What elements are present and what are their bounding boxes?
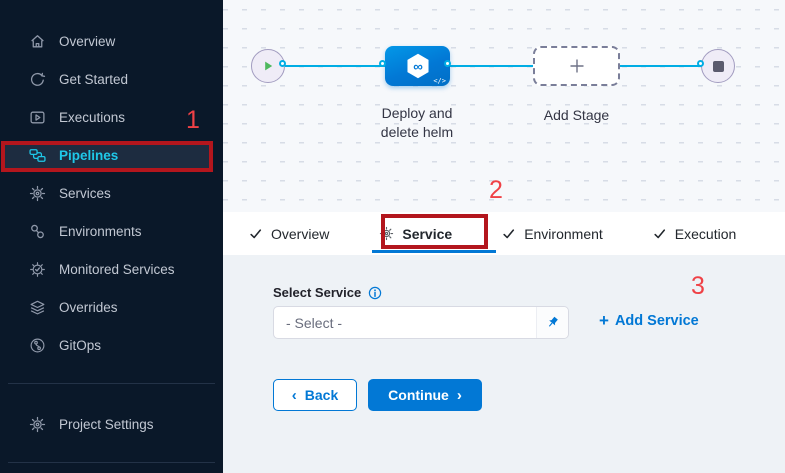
connector-dot <box>279 60 286 67</box>
sidebar-item-monitored-services[interactable]: Monitored Services <box>0 250 223 288</box>
select-service-label: Select Service <box>273 285 362 300</box>
pipeline-end-node[interactable] <box>701 49 735 83</box>
tab-execution[interactable]: Execution <box>653 226 736 242</box>
sidebar-item-pipelines[interactable]: Pipelines <box>0 136 223 174</box>
continue-button-label: Continue <box>388 387 449 403</box>
active-tab-underline <box>372 250 496 253</box>
sidebar-item-services[interactable]: Services <box>0 174 223 212</box>
sidebar-item-label: Services <box>59 185 111 201</box>
pipeline-edge <box>450 65 533 67</box>
sidebar-item-get-started[interactable]: Get Started <box>0 60 223 98</box>
sidebar-divider <box>8 383 215 384</box>
sidebar-item-label: Project Settings <box>59 416 154 432</box>
pipelines-icon <box>29 147 46 164</box>
check-icon <box>502 227 516 241</box>
gear-icon <box>29 185 46 202</box>
sidebar-item-label: Executions <box>59 109 126 125</box>
sidebar-item-project-settings[interactable]: Project Settings <box>0 405 223 443</box>
add-service-label: Add Service <box>614 313 699 329</box>
pipeline-canvas: ∞ </> Deploy and delete helm Add Stage <box>223 0 785 212</box>
connector-dot <box>697 60 704 67</box>
sidebar-item-label: Monitored Services <box>59 261 175 277</box>
add-stage-button[interactable] <box>533 46 620 86</box>
annotation-number-3: 3 <box>691 272 705 300</box>
svg-text:∞: ∞ <box>413 59 423 74</box>
stage-label: Deploy and delete helm <box>380 105 454 140</box>
environments-icon <box>29 223 46 240</box>
check-icon <box>249 227 263 241</box>
get-started-icon <box>29 71 46 88</box>
service-tab-panel: Select Service - Select - + Add Service … <box>223 255 785 473</box>
sidebar-item-label: Environments <box>59 223 142 239</box>
back-button[interactable]: ‹ Back <box>273 379 357 411</box>
sidebar-item-overview[interactable]: Overview <box>0 22 223 60</box>
info-icon[interactable] <box>368 286 382 300</box>
stage-tabs: Overview Service Environment Execution <box>223 212 785 255</box>
sidebar-item-gitops[interactable]: GitOps <box>0 326 223 364</box>
pipeline-edge <box>285 65 385 67</box>
sidebar-item-label: Overview <box>59 33 116 49</box>
sidebar-item-label: Get Started <box>59 71 129 87</box>
sidebar-item-label: GitOps <box>59 337 102 353</box>
tab-environment[interactable]: Environment <box>502 226 603 242</box>
tab-label: Service <box>402 225 453 242</box>
chevron-right-icon: › <box>456 386 462 404</box>
service-select-dropdown[interactable]: - Select - <box>273 306 569 339</box>
add-stage-label: Add Stage <box>543 107 610 123</box>
back-button-label: Back <box>304 387 339 403</box>
connector-dot <box>379 60 386 67</box>
tab-label: Environment <box>524 225 603 242</box>
sidebar-item-overrides[interactable]: Overrides <box>0 288 223 326</box>
main-area: ∞ </> Deploy and delete helm Add Stage <box>223 0 785 473</box>
chevron-left-icon: ‹ <box>291 386 297 404</box>
pin-icon[interactable] <box>536 307 568 338</box>
plus-icon: + <box>599 311 609 330</box>
stop-icon <box>712 60 724 72</box>
play-icon <box>265 61 273 71</box>
check-icon <box>653 227 667 241</box>
tab-label: Execution <box>674 225 737 242</box>
gear-icon <box>379 226 394 241</box>
gitops-icon <box>29 337 46 354</box>
annotation-box-step1 <box>1 141 213 172</box>
add-service-button[interactable]: + Add Service <box>599 311 699 330</box>
sidebar-nav: Overview Get Started Executions Pipeline… <box>0 0 223 463</box>
stage-node-deploy-and-delete-helm[interactable]: ∞ </> <box>385 46 450 86</box>
sidebar-item-label: Overrides <box>59 299 118 315</box>
layers-icon <box>29 299 46 316</box>
tab-label: Overview <box>271 225 330 242</box>
plus-icon <box>570 59 583 73</box>
monitored-gear-icon <box>29 261 46 278</box>
select-service-label-row: Select Service <box>273 285 382 300</box>
sidebar: Overview Get Started Executions Pipeline… <box>0 0 223 473</box>
sidebar-item-executions[interactable]: Executions <box>0 98 223 136</box>
service-select-value: - Select - <box>286 314 343 331</box>
sidebar-divider <box>8 462 215 463</box>
continue-button[interactable]: Continue › <box>368 379 482 411</box>
pipeline-edge <box>620 65 703 67</box>
gear-icon <box>29 416 46 433</box>
cd-hexagon-infinity-icon: ∞ <box>406 53 429 79</box>
code-badge: </> <box>433 77 446 85</box>
executions-icon <box>29 109 46 126</box>
connector-dot <box>444 60 451 67</box>
sidebar-item-environments[interactable]: Environments <box>0 212 223 250</box>
home-icon <box>29 33 46 50</box>
tab-service[interactable]: Service <box>379 226 452 242</box>
sidebar-item-label: Pipelines <box>59 147 119 163</box>
tab-overview[interactable]: Overview <box>249 226 329 242</box>
